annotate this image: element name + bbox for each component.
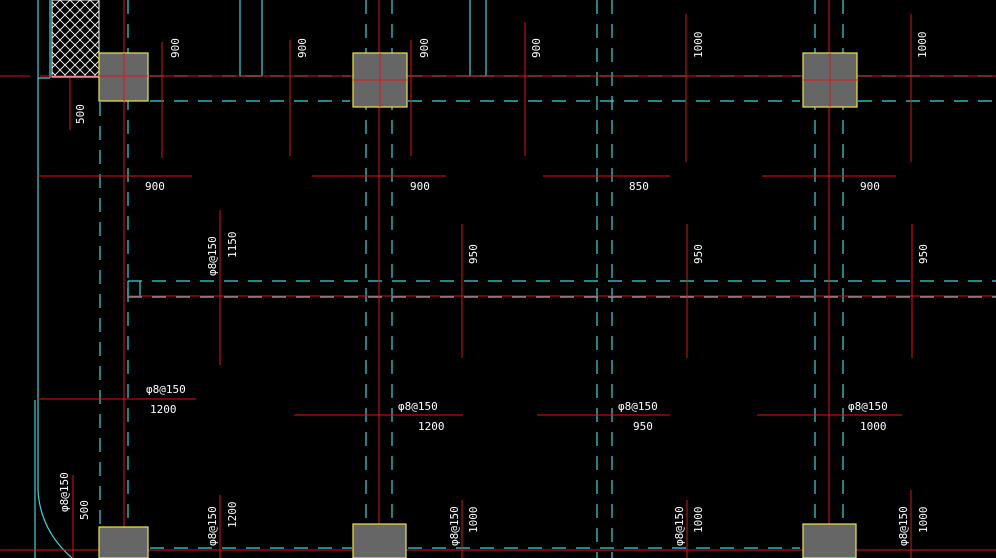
h-850: 850 [629, 180, 649, 193]
v-s150-e: φ8@150 [673, 506, 686, 546]
v-500-a: 500 [74, 104, 87, 124]
v-900-b: 900 [296, 38, 309, 58]
column-block[interactable] [352, 523, 407, 558]
h-950: 950 [633, 420, 653, 433]
v-950-c: 950 [917, 244, 930, 264]
v-900-a: 900 [169, 38, 182, 58]
v-1000-a: 1000 [692, 32, 705, 59]
v-1000-e: 1000 [917, 507, 930, 534]
h-1200-a: 1200 [150, 403, 177, 416]
hatched-opening [51, 0, 100, 78]
v-s150-d: φ8@150 [448, 506, 461, 546]
s-150-a: φ8@150 [146, 383, 186, 396]
s-150-b: φ8@150 [398, 400, 438, 413]
h-1200-b: 1200 [418, 420, 445, 433]
v-950-a: 950 [467, 244, 480, 264]
v-s150-f: φ8@150 [897, 506, 910, 546]
v-s150-b: φ8@150 [58, 472, 71, 512]
v-s150-a: φ8@150 [206, 236, 219, 276]
v-1000-c: 1000 [467, 507, 480, 534]
v-900-c: 900 [418, 38, 431, 58]
column-block[interactable] [802, 523, 857, 558]
v-950-b: 950 [692, 244, 705, 264]
dimension-labels: 900 900 850 900 1200 1200 950 1000 φ8@15… [58, 32, 930, 547]
s-150-c: φ8@150 [618, 400, 658, 413]
v-1000-b: 1000 [916, 32, 929, 59]
v-1150: 1150 [226, 232, 239, 259]
v-500-b: 500 [78, 500, 91, 520]
v-1000-d: 1000 [692, 507, 705, 534]
column-block[interactable] [98, 526, 149, 558]
h-1000: 1000 [860, 420, 887, 433]
column-crosses [99, 53, 857, 107]
s-150-d: φ8@150 [848, 400, 888, 413]
v-s150-c: φ8@150 [206, 506, 219, 546]
v-900-d: 900 [530, 38, 543, 58]
h-900-a: 900 [145, 180, 165, 193]
h-900-b: 900 [410, 180, 430, 193]
v-1200: 1200 [226, 502, 239, 529]
h-900-c: 900 [860, 180, 880, 193]
